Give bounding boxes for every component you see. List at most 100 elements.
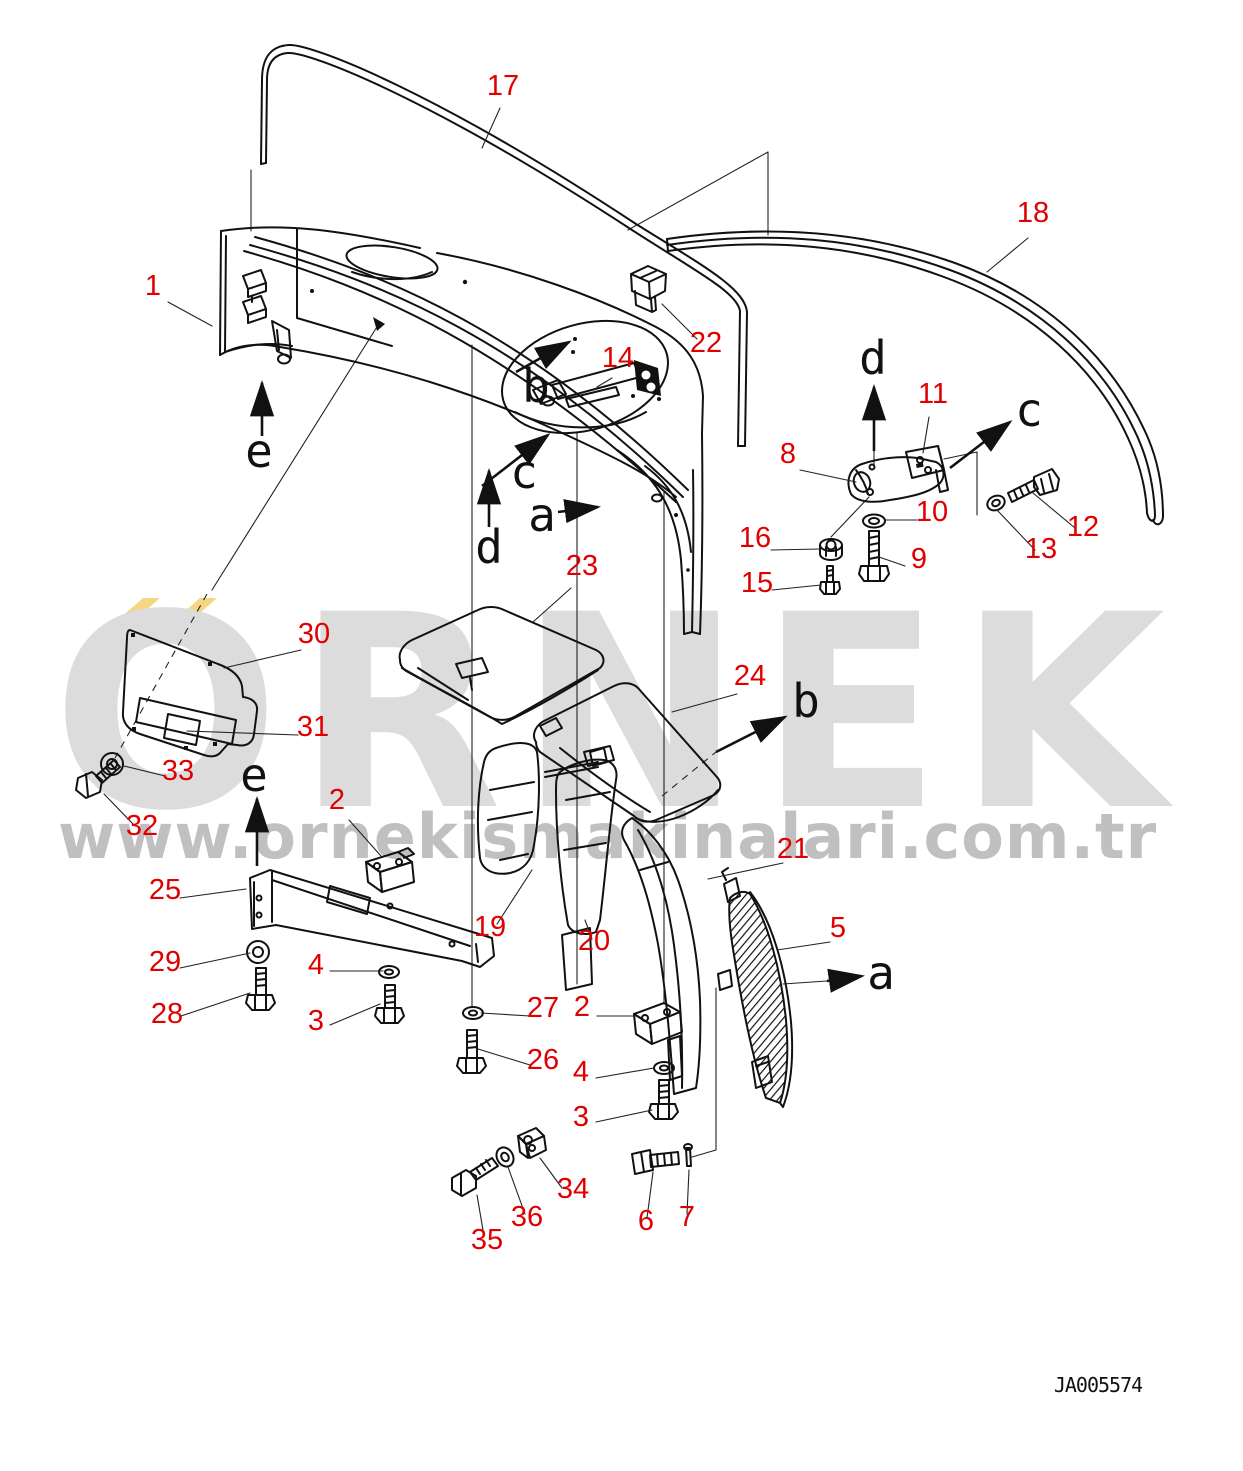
washer-10 — [862, 513, 886, 529]
view-letter-e: e — [240, 748, 268, 802]
washer-36 — [495, 1146, 515, 1168]
hood-corner-bracket — [271, 320, 292, 365]
bolt-35 — [451, 1157, 499, 1197]
part-label-16: 16 — [739, 522, 771, 554]
part-label-9: 9 — [911, 543, 927, 575]
part-label-2: 2 — [574, 991, 590, 1023]
panel-24 — [533, 682, 722, 823]
part-label-17: 17 — [487, 70, 519, 102]
part-label-23: 23 — [566, 550, 598, 582]
part-label-29: 29 — [149, 946, 181, 978]
bolt-6 — [631, 1149, 680, 1175]
grille-5 — [717, 867, 794, 1108]
part-label-31: 31 — [297, 711, 329, 743]
strip-19 — [476, 742, 540, 875]
hinge-bracket-2b — [633, 1002, 683, 1045]
view-letter-d: d — [859, 331, 887, 385]
part-label-21: 21 — [777, 833, 809, 865]
arrow-a-left — [557, 499, 602, 524]
watermark: ORNEK www.ornekismakinalari.com.tr — [52, 558, 1181, 873]
part-label-24: 24 — [734, 660, 766, 692]
part-label-6: 6 — [638, 1205, 654, 1237]
arrow-c-left — [481, 433, 551, 488]
strip-21 — [621, 817, 702, 1095]
part-label-7: 7 — [679, 1201, 695, 1233]
washer-27 — [462, 1006, 484, 1020]
lock-bracket-cluster — [819, 445, 1060, 595]
washer-29 — [246, 940, 270, 964]
part-label-3: 3 — [573, 1101, 589, 1133]
part-label-8: 8 — [780, 438, 796, 470]
part-label-35: 35 — [471, 1224, 503, 1256]
latch-11 — [905, 445, 949, 493]
seal-strip-18 — [666, 230, 1164, 526]
hood-clip-left — [242, 269, 267, 324]
part-label-12: 12 — [1067, 511, 1099, 543]
view-letter-a: a — [867, 946, 895, 1000]
washer-13 — [986, 494, 1006, 512]
hood-panel — [219, 226, 704, 635]
clip-34 — [517, 1127, 547, 1159]
logo-accent-triangle — [167, 598, 217, 627]
view-letter-d: d — [475, 520, 503, 574]
part-label-34: 34 — [557, 1173, 589, 1205]
part-label-30: 30 — [298, 618, 330, 650]
part-label-19: 19 — [474, 911, 506, 943]
bolt-28 — [245, 967, 276, 1011]
view-letter-b: b — [792, 674, 820, 728]
part-label-14: 14 — [602, 342, 634, 374]
bolt-3a — [374, 984, 405, 1024]
part-label-22: 22 — [690, 327, 722, 359]
washer-4a — [378, 965, 400, 979]
part-label-11: 11 — [918, 378, 948, 410]
part-label-10: 10 — [916, 496, 948, 528]
part-label-33: 33 — [162, 755, 194, 787]
part-label-18: 18 — [1017, 197, 1049, 229]
support-rail-25 — [249, 869, 495, 968]
view-arrows — [244, 340, 1013, 993]
part-label-15: 15 — [741, 567, 773, 599]
part-label-36: 36 — [511, 1201, 543, 1233]
part-label-13: 13 — [1025, 533, 1057, 565]
bolt-15 — [819, 565, 841, 595]
part-label-25: 25 — [149, 874, 181, 906]
part-label-1: 1 — [145, 270, 161, 302]
hinge-bracket-2a — [365, 847, 415, 893]
view-letter-e: e — [245, 424, 273, 478]
bolt-9 — [858, 530, 890, 582]
part-label-32: 32 — [126, 810, 158, 842]
bolt-3b — [648, 1079, 679, 1120]
part-label-4: 4 — [573, 1056, 589, 1088]
arrow-c-right — [949, 420, 1013, 470]
view-letter-c: c — [510, 445, 538, 499]
strip-20 — [555, 745, 618, 991]
part-label-2: 2 — [329, 784, 345, 816]
seal-strip-17 — [260, 43, 748, 447]
bolt-26 — [456, 1029, 487, 1074]
part-label-26: 26 — [527, 1044, 559, 1076]
part-label-3: 3 — [308, 1005, 324, 1037]
view-letter-c: c — [1015, 383, 1043, 437]
leader-lines — [103, 107, 1076, 1237]
pad-31 — [163, 713, 201, 746]
nut-16 — [819, 538, 843, 561]
bolt-12 — [1007, 468, 1060, 503]
view-letter-b: b — [522, 359, 550, 413]
arrow-b-bottom — [715, 715, 788, 754]
drawing-code: JA005574 — [1054, 1373, 1143, 1397]
part-label-20: 20 — [578, 925, 610, 957]
panel-30 — [121, 629, 259, 758]
pin-7 — [683, 1143, 693, 1167]
hood-lock-assembly — [532, 360, 661, 408]
part-label-27: 27 — [527, 992, 559, 1024]
logo-accent-triangle — [110, 598, 160, 627]
part-label-5: 5 — [830, 912, 846, 944]
panel-23 — [398, 606, 605, 725]
arrow-a-bottom — [826, 968, 866, 993]
clip-22 — [630, 265, 667, 313]
part-number-labels: 1171822141181213101691523302431333222521… — [126, 70, 1099, 1256]
watermark-logo-text: ORNEK — [52, 558, 1181, 870]
